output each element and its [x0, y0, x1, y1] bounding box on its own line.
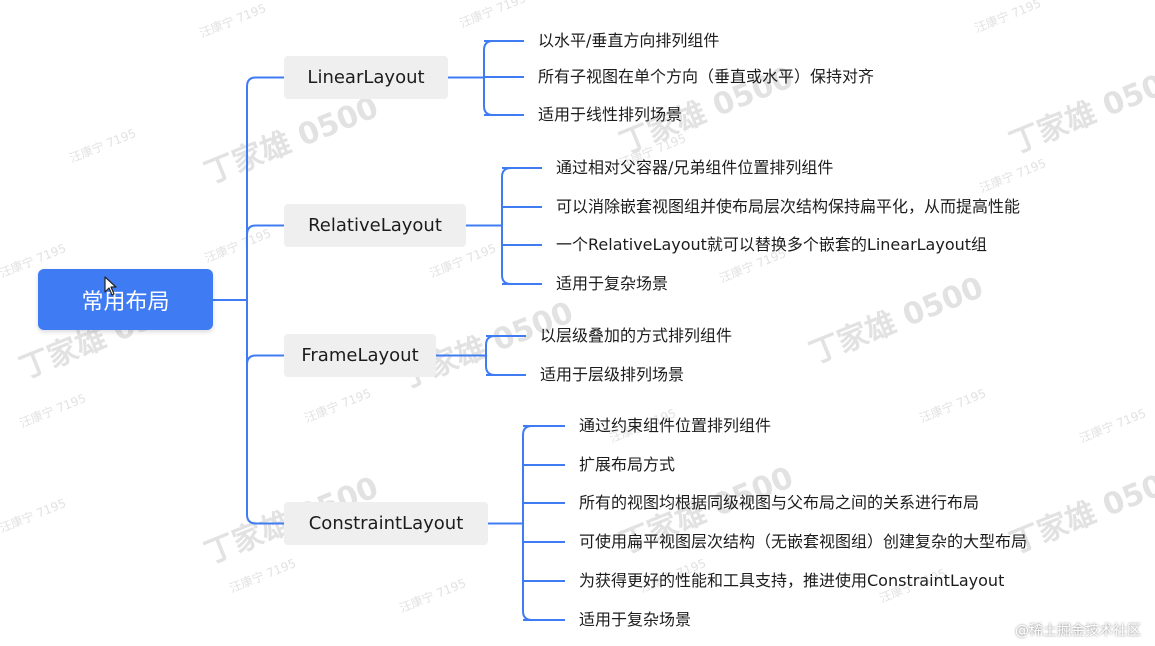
leaf-node[interactable]: 一个RelativeLayout就可以替换多个嵌套的LinearLayout组 [556, 235, 988, 254]
leaf-node[interactable]: 以层级叠加的方式排列组件 [540, 326, 733, 345]
connector-line [522, 425, 538, 621]
leaf-node[interactable]: 所有的视图均根据同级视图与父布局之间的关系进行布局 [579, 493, 980, 512]
root-node-label: 常用布局 [81, 289, 170, 315]
leaf-node[interactable]: 扩展布局方式 [579, 455, 676, 474]
leaf-node[interactable]: 为获得更好的性能和工具支持，推进使用ConstraintLayout [579, 571, 1005, 590]
branch-node-constraintlayout[interactable]: ConstraintLayout [284, 502, 488, 545]
leaf-node[interactable]: 可使用扁平视图层次结构（无嵌套视图组）创建复杂的大型布局 [579, 532, 1028, 551]
root-node[interactable]: 常用布局 [38, 269, 213, 330]
branch-node-relativelayout[interactable]: RelativeLayout [284, 204, 466, 247]
branch-node-linearlayout[interactable]: LinearLayout [284, 56, 448, 99]
leaf-node[interactable]: 适用于复杂场景 [556, 274, 669, 293]
leaf-node[interactable]: 可以消除嵌套视图组并使布局层次结构保持扁平化，从而提高性能 [556, 197, 1021, 216]
leaf-node[interactable]: 通过约束组件位置排列组件 [579, 416, 772, 435]
leaf-node[interactable]: 通过相对父容器/兄弟组件位置排列组件 [556, 158, 834, 177]
leaf-node[interactable]: 适用于层级排列场景 [540, 365, 685, 384]
connector-line [246, 224, 284, 235]
mouse-cursor-icon [104, 276, 117, 296]
connector-line [246, 76, 284, 525]
leaf-node[interactable]: 所有子视图在单个方向（垂直或水平）保持对齐 [538, 67, 875, 86]
connector-line [501, 167, 517, 285]
source-credit: @稀土掘金技术社区 [1015, 623, 1141, 639]
connector-line [246, 354, 284, 365]
leaf-node[interactable]: 适用于线性排列场景 [538, 105, 683, 124]
branch-node-framelayout[interactable]: FrameLayout [284, 334, 436, 377]
connector-line [485, 335, 501, 376]
leaf-node[interactable]: 以水平/垂直方向排列组件 [538, 31, 720, 50]
leaf-node[interactable]: 适用于复杂场景 [579, 610, 692, 629]
